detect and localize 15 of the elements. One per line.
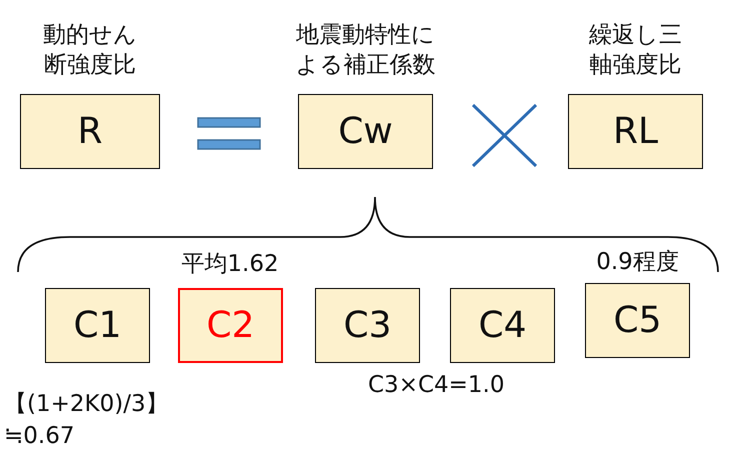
variable-box: C1	[45, 288, 150, 363]
label-text: 地震動特性による補正係数	[294, 21, 436, 80]
variable-box: C3	[315, 288, 420, 363]
annotation-text: 平均1.62	[180, 250, 280, 279]
variable-box: RL	[568, 94, 703, 169]
label-text: 繰返し三軸強度比	[588, 21, 683, 80]
variable-box: R	[20, 94, 160, 169]
formula-text: C3×C4=1.0	[368, 372, 505, 398]
annotation-text: 0.9程度	[595, 248, 680, 277]
variable-box: Cw	[298, 94, 433, 169]
annotation-text: 【(1+2K0)/3】 ≒0.67	[4, 390, 170, 452]
variable-box: C4	[450, 288, 555, 363]
variable-box: C5	[585, 283, 690, 358]
variable-box: C2	[178, 288, 283, 363]
label-text: 動的せん断強度比	[42, 21, 138, 80]
